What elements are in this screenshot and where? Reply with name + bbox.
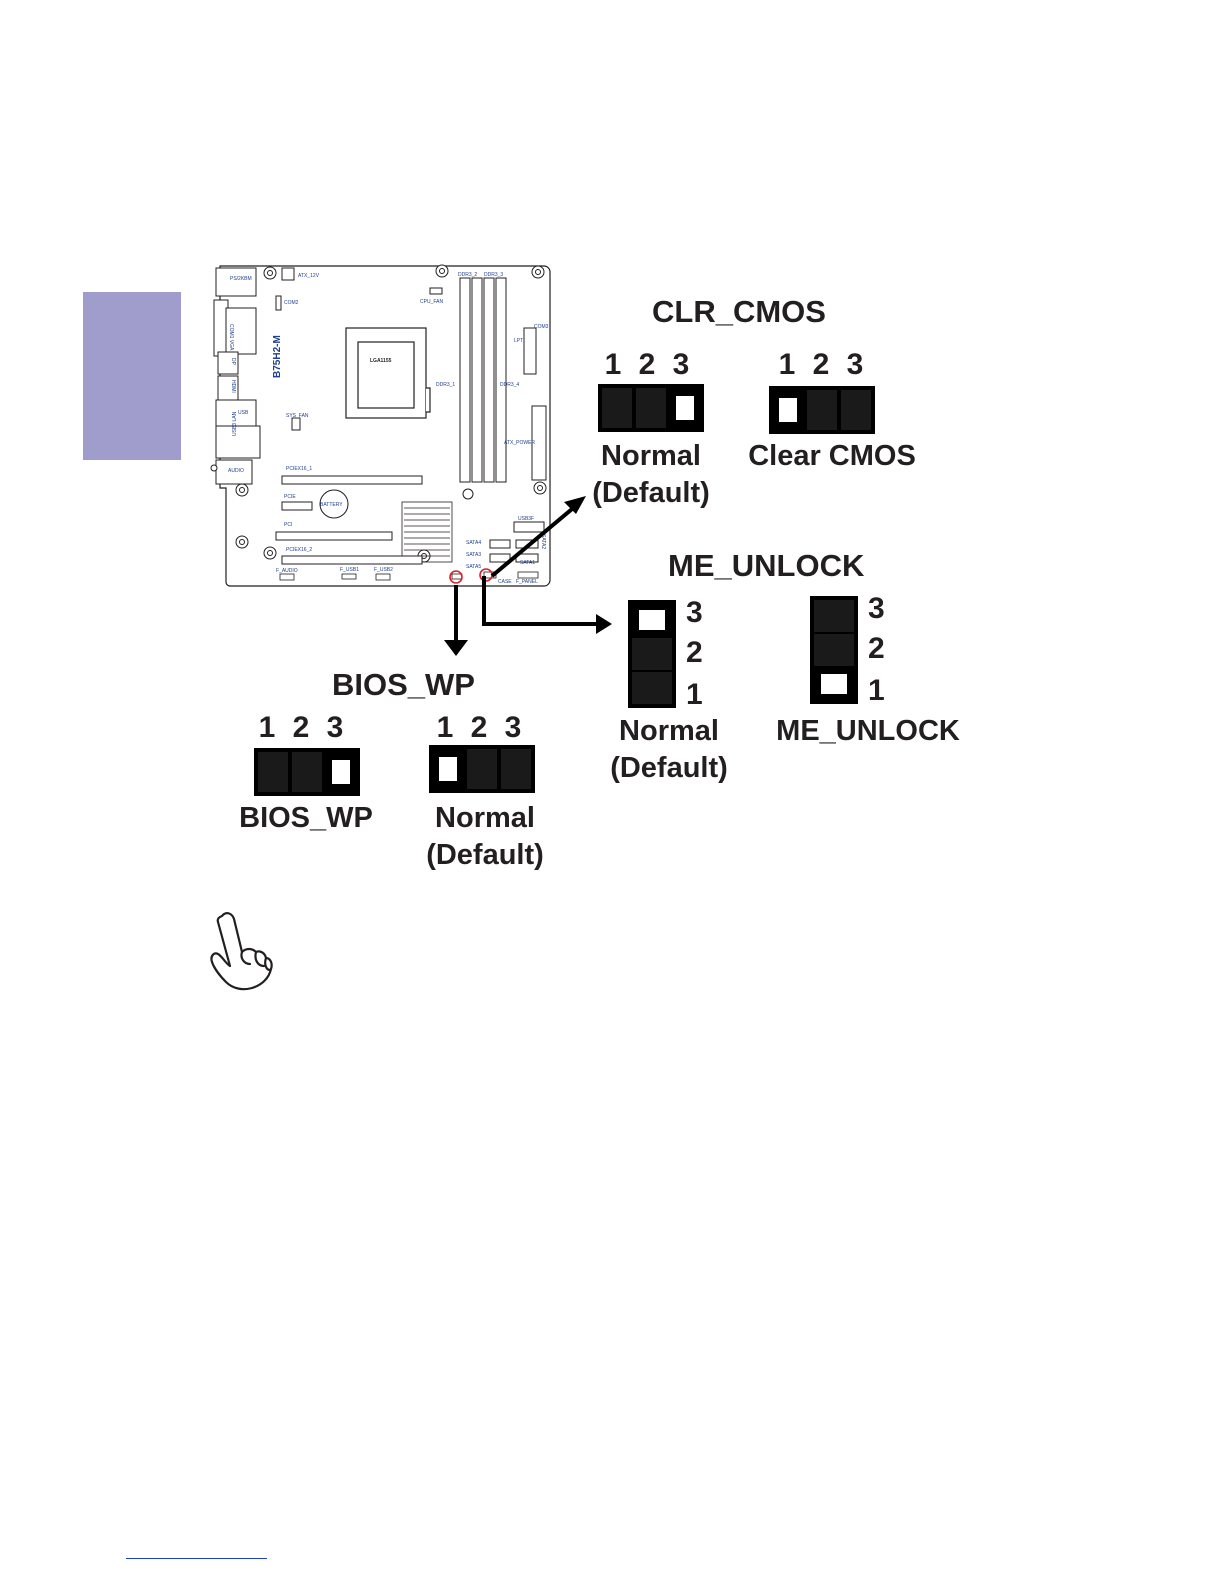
clr-cmos-clear-jumper — [769, 386, 875, 434]
chapter-side-tab — [83, 292, 181, 460]
clr-cmos-jumper — [483, 571, 497, 579]
me-unlock-unlock-pin-2: 2 — [868, 632, 885, 665]
label-socket: LGA1155 — [370, 358, 392, 364]
me-unlock-normal-pin-3: 3 — [686, 596, 703, 629]
label-board-model: B75H2-M — [272, 335, 283, 378]
label-sata4: SATA4 — [466, 540, 481, 546]
usb-lan-port — [215, 425, 261, 459]
bios-wp-normal-jumper — [429, 745, 535, 793]
f-usb1-header — [341, 573, 357, 580]
label-f-usb2: F_USB2 — [374, 567, 393, 573]
sata3-connector — [489, 553, 511, 563]
f-audio-header — [279, 573, 295, 581]
label-f-audio: F_AUDIO — [276, 568, 298, 574]
label-case: CASE — [498, 579, 512, 585]
audio-port — [215, 459, 253, 485]
usb3f-header — [513, 521, 545, 533]
sys-fan-header — [291, 417, 301, 431]
lpt-connector — [523, 327, 537, 375]
com1-vga-port — [225, 307, 257, 355]
sata2-connector — [515, 539, 539, 549]
label-atx12v: ATX_12V — [298, 273, 320, 279]
usb-port — [215, 399, 257, 427]
bios-wp-jumper — [451, 573, 463, 580]
label-usb-lan: USB3 LAN — [232, 411, 238, 436]
pointing-hand-icon — [210, 912, 273, 991]
f-panel-header — [517, 571, 539, 579]
clr-cmos-clear-caption: Clear CMOS — [748, 440, 916, 472]
bios-wp-normal-caption: Normal(Default) — [426, 802, 544, 871]
bios-wp-title: BIOS_WP — [332, 667, 475, 702]
dp-port — [217, 351, 239, 375]
me-unlock-normal-jumper — [628, 600, 676, 708]
label-ps2: PS/2KBM — [230, 276, 252, 282]
me-unlock-title: ME_UNLOCK — [668, 548, 865, 583]
battery — [319, 489, 349, 519]
label-usb3f: USB3F — [518, 516, 534, 522]
label-pcie: PCIE — [284, 494, 296, 500]
label-sata2: SATA2 — [540, 534, 546, 549]
pcie-slot — [281, 501, 313, 511]
ps2-port — [215, 267, 257, 297]
ddr3-2-slot — [471, 277, 483, 483]
clr-cmos-normal-jumper — [598, 384, 704, 432]
bios-wp-protect-jumper — [254, 748, 360, 796]
clr-cmos-normal-caption: Normal(Default) — [592, 440, 710, 509]
label-sys-fan: SYS_FAN — [286, 413, 309, 419]
ddr3-1-slot — [459, 277, 471, 483]
label-f-panel: F_PANEL — [516, 579, 538, 585]
pci-slot — [275, 531, 393, 541]
pciex16-2-slot — [281, 555, 423, 565]
atx-power-connector — [531, 405, 547, 481]
me-unlock-unlock-caption: ME_UNLOCK — [776, 715, 960, 747]
bios-wp-protect-caption: BIOS_WP — [239, 802, 373, 834]
me-unlock-normal-pin-2: 2 — [686, 636, 703, 669]
label-cpu-fan: CPU_FAN — [420, 299, 443, 305]
label-ddr3-2: DDR3_2 — [458, 272, 477, 278]
label-pciex16-2: PCIEX16_2 — [286, 547, 312, 553]
me-unlock-normal-pin-1: 1 — [686, 678, 703, 711]
label-com2: COM2 — [284, 300, 299, 306]
label-com3: COM3 — [534, 324, 549, 330]
chipset-heatsink — [401, 501, 453, 563]
label-hdmi: HDMI — [230, 380, 236, 393]
sata4-connector — [489, 539, 511, 549]
label-pci: PCI — [284, 522, 292, 528]
label-f-usb1: F_USB1 — [340, 567, 359, 573]
label-atx-power: ATX_POWER — [504, 440, 535, 446]
label-sata-misc: SATA5 — [466, 564, 481, 570]
me-unlock-unlock-jumper — [810, 596, 858, 704]
label-ddr3-4: DDR3_4 — [500, 382, 519, 388]
ddr3-3-slot — [483, 277, 495, 483]
label-battery: BATTERY — [320, 502, 343, 508]
label-com1: COM1 VGA — [228, 324, 234, 351]
me-unlock-unlock-pin-3: 3 — [868, 592, 885, 625]
label-sata3: SATA3 — [466, 552, 481, 558]
pciex16-1-slot — [281, 475, 423, 485]
cpu-fan-header — [429, 287, 443, 295]
motherboard-layout-diagram: PS/2KBM ATX_12V COM2 COM1 VGA DP HDMI US… — [210, 264, 551, 587]
clr-cmos-title: CLR_CMOS — [652, 294, 826, 329]
footer-rule — [126, 1558, 267, 1559]
label-usb: USB — [238, 410, 249, 416]
ddr3-4-slot — [495, 277, 507, 483]
f-usb2-header — [375, 573, 391, 581]
label-ddr3-3: DDR3_3 — [484, 272, 503, 278]
label-dp: DP — [230, 358, 236, 366]
me-unlock-normal-caption: Normal(Default) — [610, 715, 728, 784]
label-audio: AUDIO — [228, 468, 244, 474]
me-unlock-unlock-pin-1: 1 — [868, 674, 885, 707]
label-lpt: LPT — [514, 338, 523, 344]
atx12v-connector — [281, 267, 295, 281]
label-sata1: SATA1 — [520, 560, 535, 566]
label-ddr3-1: DDR3_1 — [436, 382, 455, 388]
bios-wp-highlight — [449, 570, 463, 584]
label-pciex16-1: PCIEX16_1 — [286, 466, 312, 472]
